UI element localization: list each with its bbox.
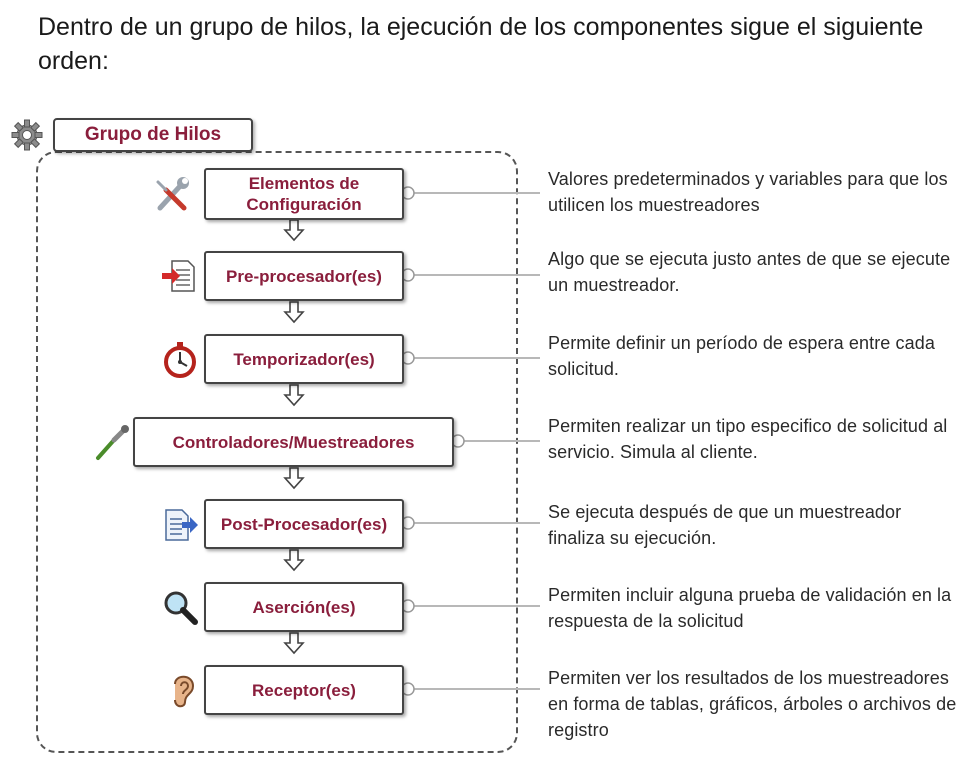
thread-group-frame	[36, 151, 518, 753]
desc-asercion: Permiten incluir alguna prueba de valida…	[548, 585, 952, 631]
heading-text: Dentro de un grupo de hilos, la ejecució…	[38, 13, 924, 75]
stopwatch-icon	[164, 342, 196, 378]
box-elementos-configuracion: Elementos de Configuración	[204, 168, 404, 220]
ear-icon	[174, 675, 195, 708]
box-post-procesador: Post-Procesador(es)	[204, 499, 404, 549]
magnifier-icon	[164, 591, 198, 625]
box-controladores-muestreadores: Controladores/Muestreadores	[133, 417, 454, 467]
document-out-arrow-icon	[165, 509, 198, 541]
pipette-icon	[96, 425, 129, 460]
gear-icon	[11, 119, 43, 151]
desc-controladores-muestreadores: Permiten realizar un tipo especifico de …	[548, 416, 948, 462]
thread-group-label: Grupo de Hilos	[53, 118, 253, 152]
box-temporizador: Temporizador(es)	[204, 334, 404, 384]
document-in-arrow-icon	[162, 260, 195, 292]
desc-pre-procesador: Algo que se ejecuta justo antes de que s…	[548, 249, 951, 295]
box-receptor: Receptor(es)	[204, 665, 404, 715]
box-asercion: Aserción(es)	[204, 582, 404, 632]
box-pre-procesador: Pre-procesador(es)	[204, 251, 404, 301]
wrench-screwdriver-icon	[156, 177, 189, 211]
desc-post-procesador: Se ejecuta después de que un muestreador…	[548, 502, 902, 548]
desc-temporizador: Permite definir un período de espera ent…	[548, 333, 935, 379]
desc-receptor: Permiten ver los resultados de los muest…	[548, 668, 957, 740]
desc-elementos-configuracion: Valores predeterminados y variables para…	[548, 169, 948, 215]
